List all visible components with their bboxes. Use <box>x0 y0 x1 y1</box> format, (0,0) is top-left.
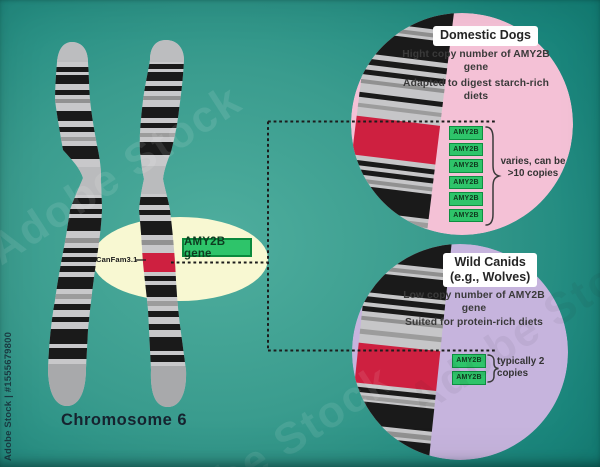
stock-credit-text: Adobe Stock | #1555679800 <box>3 331 14 461</box>
wild-gene-copy-stack: AMY2B AMY2B <box>452 354 486 385</box>
gene-copy-box: AMY2B <box>452 354 486 368</box>
domestic-copies-note: varies, can be >10 copies <box>500 156 566 179</box>
wild-diet-text: Suited for protein-rich diets <box>405 317 543 328</box>
wild-canids-title-line2: (e.g., Wolves) <box>450 269 531 284</box>
gene-copy-box: AMY2B <box>449 208 483 222</box>
gene-copy-box: AMY2B <box>449 159 483 173</box>
domestic-gene-copy-stack: AMY2B AMY2B AMY2B AMY2B AMY2B AMY2B <box>449 126 483 222</box>
gene-copy-box: AMY2B <box>449 126 483 140</box>
wild-copy-number-text: Low copy number of AMY2B gene <box>403 290 545 314</box>
brace-wild-copies <box>487 354 499 383</box>
domestic-copy-number-text: Hight copy number of AMY2B gene <box>402 49 550 73</box>
amy2b-locus-red-band <box>139 253 187 272</box>
wild-copies-note: typically 2 copies <box>497 356 545 379</box>
wild-canids-title: Wild Canids (e.g., Wolves) <box>443 253 538 287</box>
gene-copy-box: AMY2B <box>449 175 483 189</box>
amy2b-gene-box: AMY2B gene <box>182 236 252 260</box>
brace-domestic-copies <box>485 126 502 226</box>
gene-copy-box: AMY2B <box>449 142 483 156</box>
gene-copy-box: AMY2B <box>452 371 486 385</box>
chromatid-left <box>48 42 102 406</box>
domestic-diet-text: Adapted to digest starch-rich diets <box>403 78 549 102</box>
gene-copy-box: AMY2B <box>449 192 483 206</box>
domestic-dogs-title: Domestic Dogs <box>433 26 538 46</box>
assembly-label: CanFam3.1 <box>96 255 138 264</box>
connector-dashed-lines <box>171 120 497 352</box>
wild-canids-title-line1: Wild Canids <box>454 255 526 269</box>
chromosome-label: Chromosome 6 <box>61 411 188 429</box>
